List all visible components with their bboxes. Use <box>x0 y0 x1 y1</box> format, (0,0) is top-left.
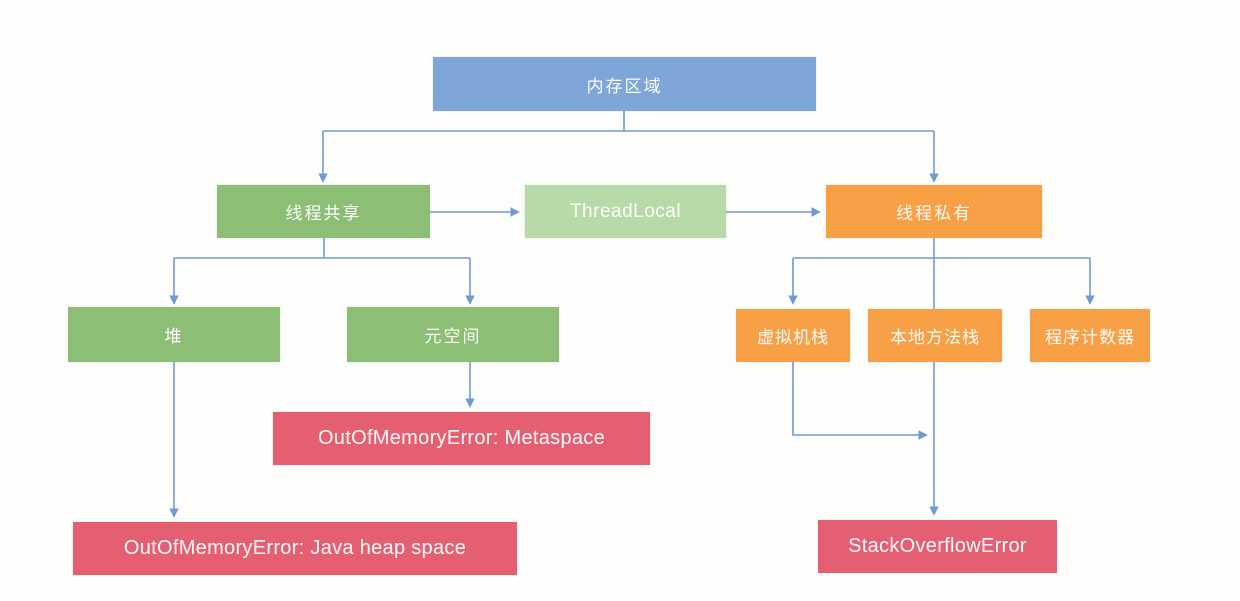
node-thread-shared: 线程共享 <box>217 185 430 238</box>
node-stackoverflow: StackOverflowError <box>818 520 1057 573</box>
node-metaspace: 元空间 <box>347 307 559 362</box>
node-thread-private: 线程私有 <box>826 185 1042 238</box>
node-native-method-stack: 本地方法栈 <box>868 309 1002 362</box>
node-memory-area: 内存区域 <box>433 57 816 111</box>
node-heap: 堆 <box>68 307 280 362</box>
node-vm-stack: 虚拟机栈 <box>736 309 850 362</box>
edge-vmstack-to-stackoverflow <box>792 362 928 440</box>
node-threadlocal: ThreadLocal <box>525 185 726 238</box>
node-oom-metaspace: OutOfMemoryError: Metaspace <box>273 412 650 465</box>
node-program-counter: 程序计数器 <box>1030 309 1150 362</box>
node-oom-heap: OutOfMemoryError: Java heap space <box>73 522 517 575</box>
